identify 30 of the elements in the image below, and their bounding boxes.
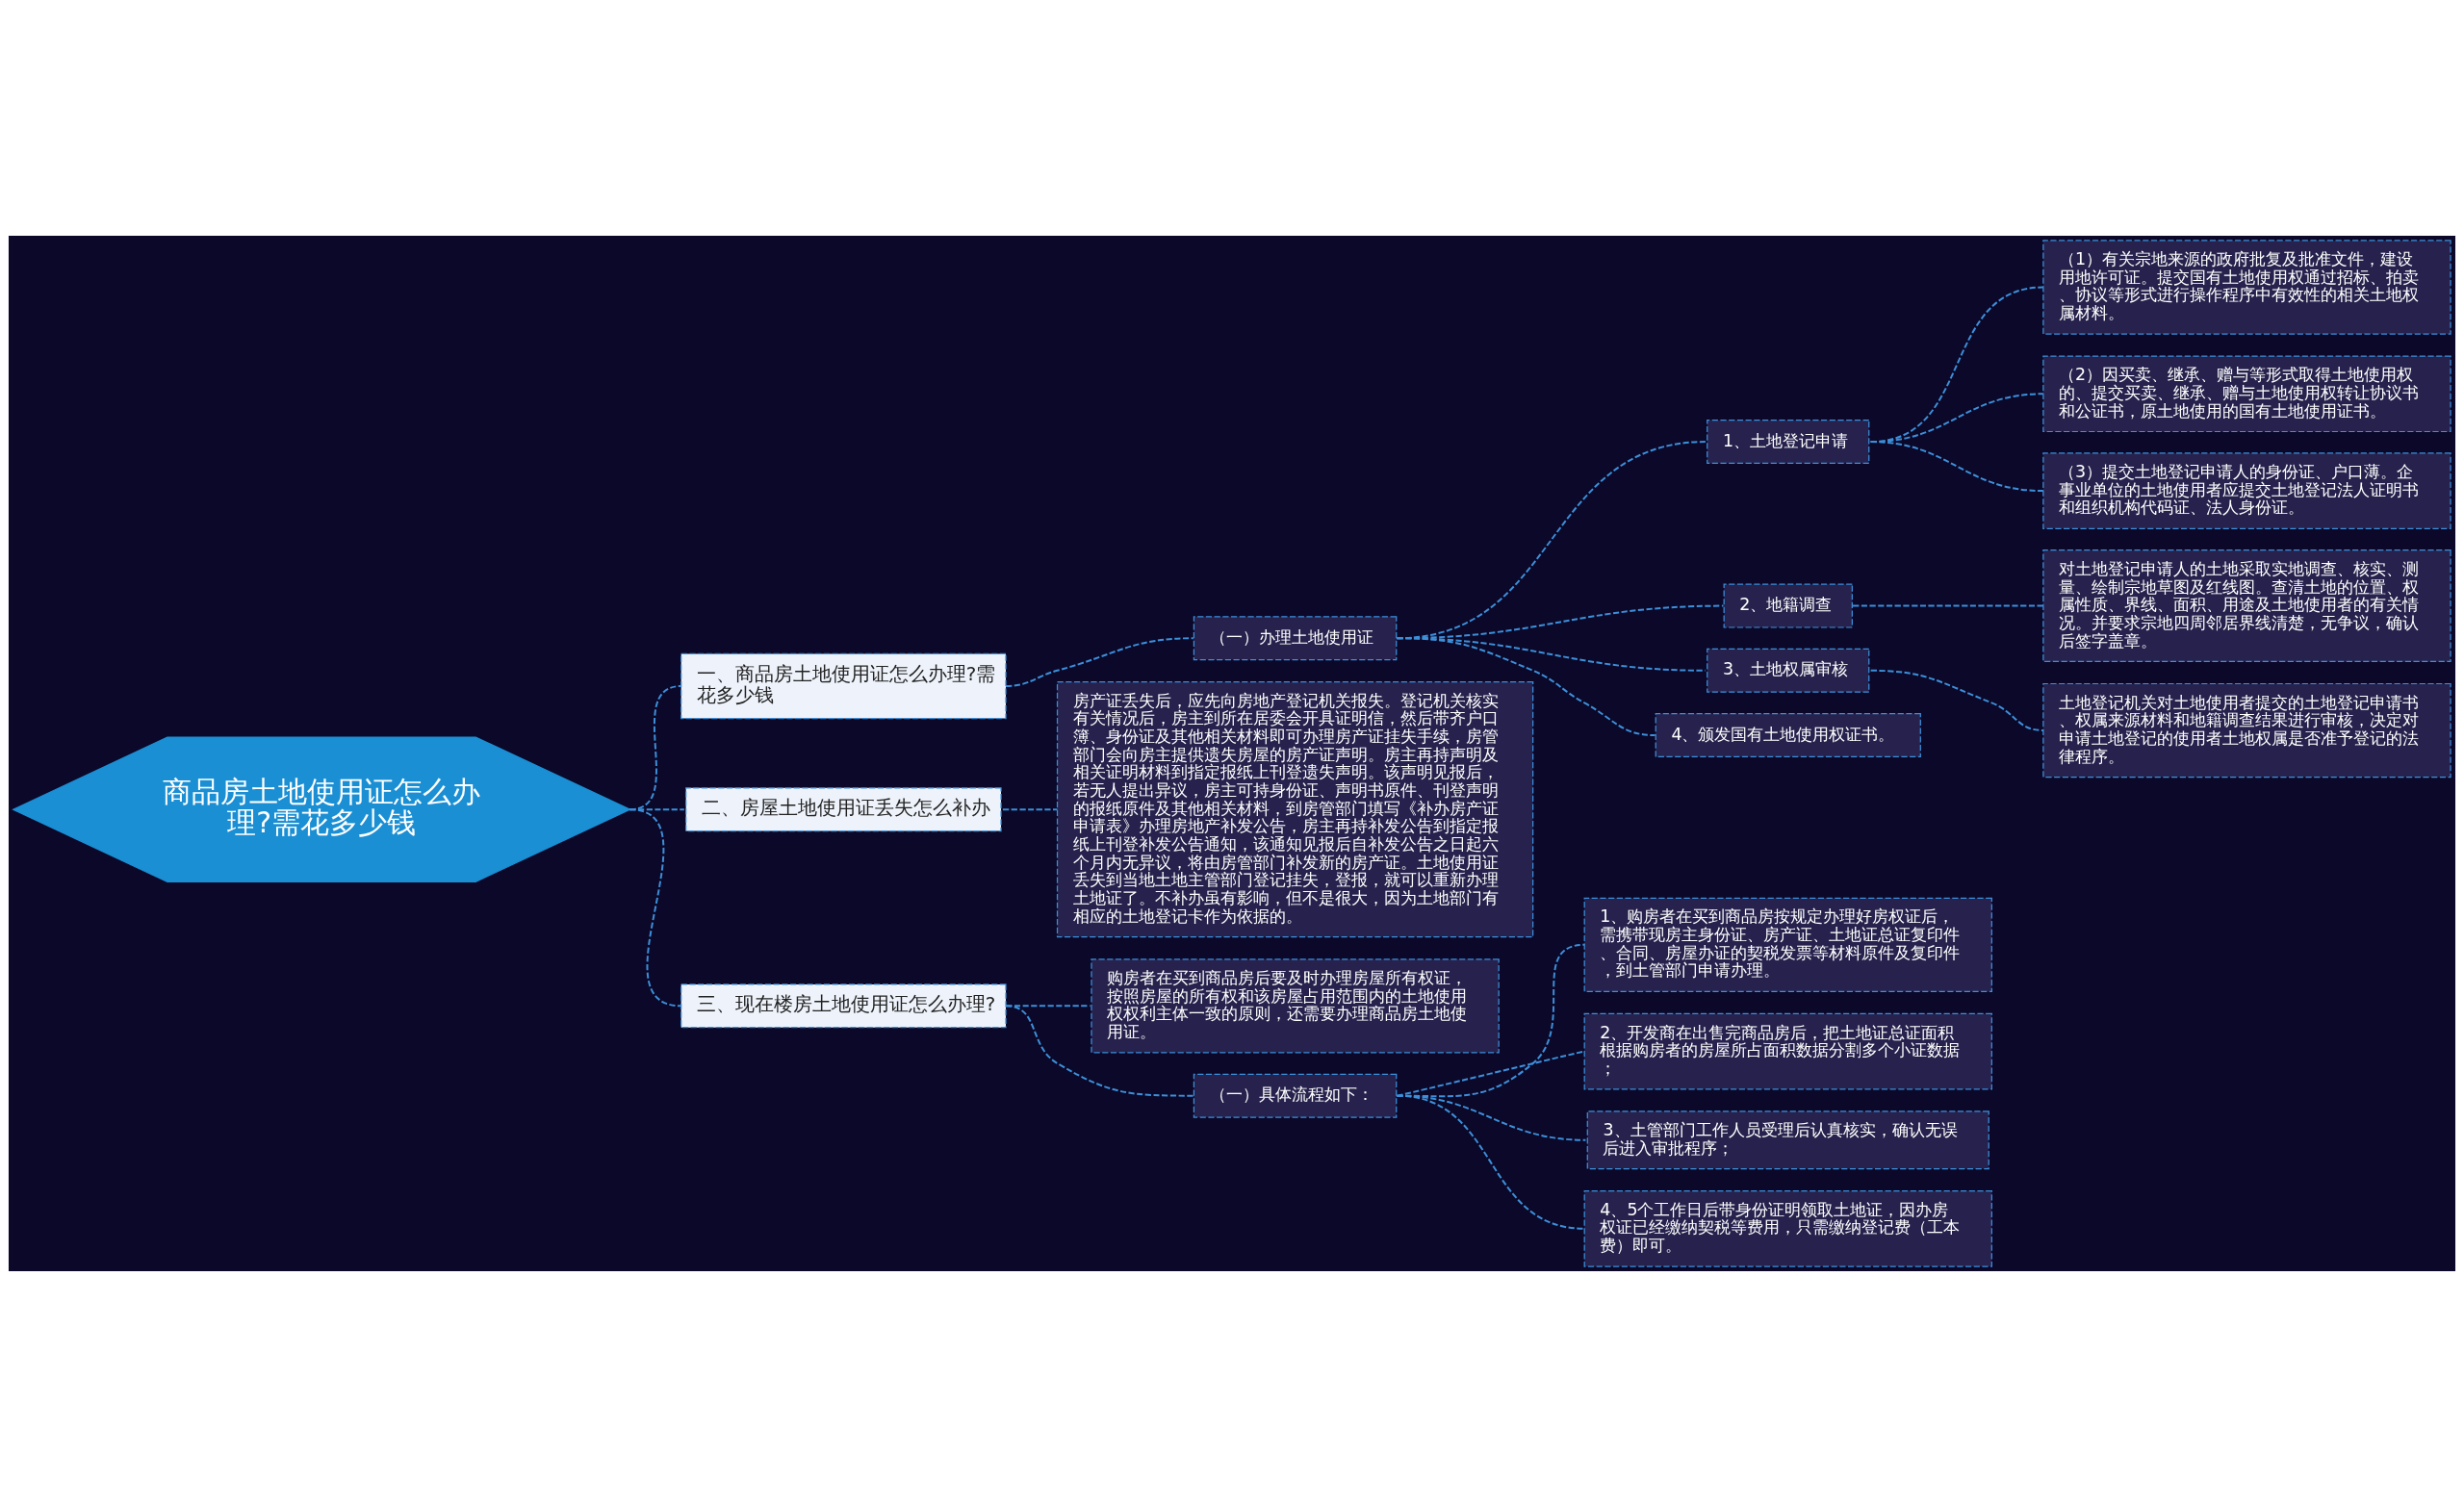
connector <box>1001 807 1059 810</box>
node-box: 房产证丢失后，应先向房地产登记机关报失。登记机关核实有关情况后，房主到所在居委会开具证明信，然后带齐户口簿、身份证及其他相关材料即可办理房产证挂失手续，房管部门会向房主提供遗失房屋的房产证声明。房主再持声明及相关证明材料到指定报纸上刊登遗失声明。该声明见报后，若无人提出异议，房主可持身份证、声明书原件、刊登声明的报纸原件及其他相关材料，到房管部门填写《补办房产证申请表》办理房地产补发公告，房主再持补发公告到指定报纸上刊登补发公告通知，该通知见报后自补发公告之日起六个月内无异议，将由房管部门补发新的房产证。土地使用证丢失到当地土地主管部门登记挂失，登报，就可以重新办理土地证了。不补办虽有影响，但不是很大，因为土地部门有相应的土地登记卡作为依据的。 <box>1056 680 1534 937</box>
connector <box>1851 604 2044 607</box>
node-box: 土地登记机关对土地使用者提交的土地登记申请书、权属来源材料和地籍调查结果进行审核，决定对申请土地登记的使用者土地权属是否准予登记的法律程序。 <box>2042 682 2451 778</box>
connector <box>1396 1094 1586 1230</box>
node-box: （一）办理土地使用证 <box>1193 615 1398 660</box>
node-box: 购房者在买到商品房后要及时办理房屋所有权证，按照房屋的所有权和该房屋占用范围内的土地使用权权利主体一致的原则，还需要办理商品房土地使用证。 <box>1091 957 1500 1053</box>
connector <box>1869 440 2044 492</box>
node-box: 对土地登记申请人的土地采取实地调查、核实、测量、绘制宗地草图及红线图。查清土地的位置、权属性质、界线、面积、用途及土地使用者的有关情况。并要求宗地四周邻居界线清楚，无争议，确认后签字盖章。 <box>2042 549 2451 662</box>
node-box: 3、土管部门工作人员受理后认真核实，确认无误后进入审批程序； <box>1586 1110 1989 1169</box>
node-box: 2、地籍调查 <box>1723 583 1853 628</box>
node-box: 二、房屋土地使用证丢失怎么补办 <box>685 786 1002 831</box>
node-box: 三、现在楼房土地使用证怎么办理? <box>680 983 1007 1028</box>
node-box: 2、开发商在出售完商品房后，把土地证总证面积根据购房者的房屋所占面积数据分割多个小证数据； <box>1583 1012 1992 1089</box>
connector <box>1005 1004 1194 1097</box>
connector <box>1396 636 1656 736</box>
node-box: 1、土地登记申请 <box>1707 419 1870 464</box>
node-box: 3、土地权属审核 <box>1707 648 1870 693</box>
connector <box>1005 636 1194 687</box>
node-box: 4、颁发国有土地使用权证书。 <box>1655 712 1921 757</box>
node-box: （2）因买卖、继承、赠与等形式取得土地使用权的、提交买卖、继承、赠与土地使用权转让协议书和公证书，原土地使用的国有土地使用证书。 <box>2042 354 2451 432</box>
connector <box>1869 669 2044 731</box>
node-box: （3）提交土地登记申请人的身份证、户口薄。企事业单位的土地使用者应提交土地登记法人证明书和组织机构代码证、法人身份证。 <box>2042 451 2451 529</box>
connector <box>1396 943 1586 1097</box>
node-box: 4、5个工作日后带身份证明领取土地证，因办房权证已经缴纳契税等费用，只需缴纳登记费（工本费）即可。 <box>1583 1189 1992 1267</box>
node-box: （1）有关宗地来源的政府批复及批准文件，建设用地许可证。提交国有土地使用权通过招标、拍卖、协议等形式进行操作程序中有效性的相关土地权属材料。 <box>2042 239 2451 335</box>
node-box: 一、商品房土地使用证怎么办理?需花多少钱 <box>680 652 1007 719</box>
node-box: 1、购房者在买到商品房按规定办理好房权证后，需携带现房主身份证、房产证、土地证总证复印件、合同、房屋办证的契税发票等材料原件及复印件，到土管部门申请办理。 <box>1583 897 1992 992</box>
connector <box>629 807 682 1007</box>
node-box: （一）具体流程如下： <box>1193 1073 1398 1118</box>
